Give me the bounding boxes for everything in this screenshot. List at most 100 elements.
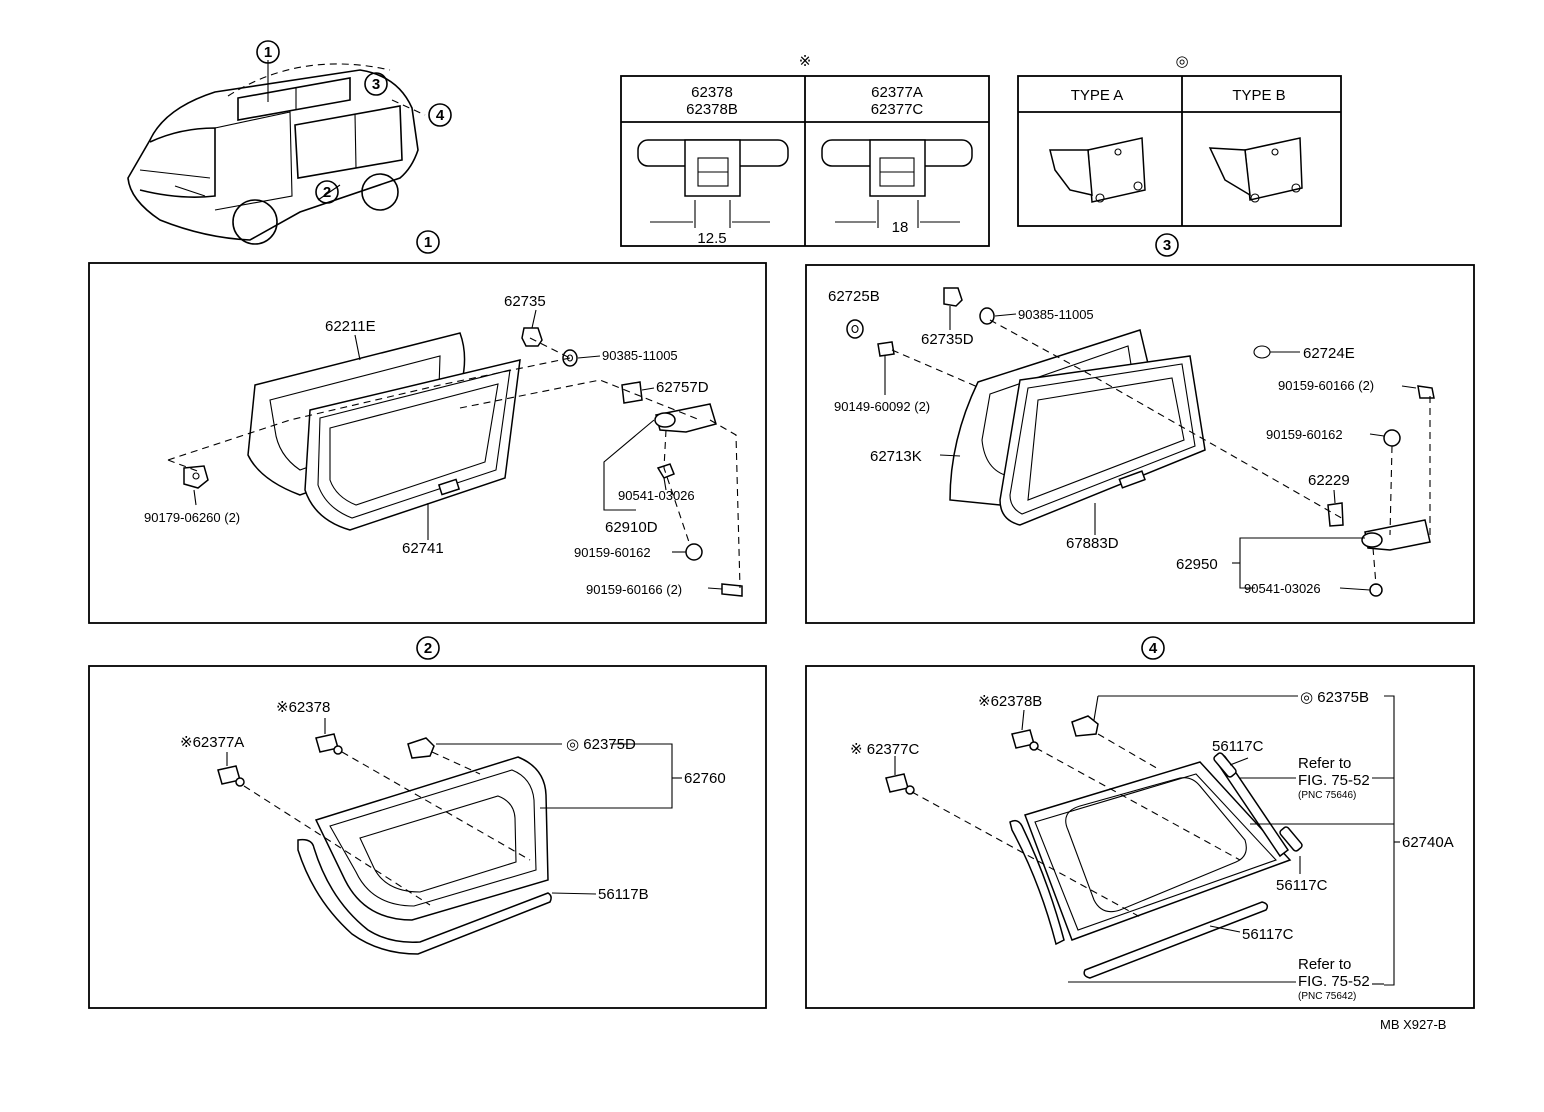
label-90149-60092: 90149-60092 (2) [834, 399, 930, 414]
clip-drawing-1: 12.5 [637, 139, 789, 247]
refer-2-line2: FIG. 75-52 [1298, 973, 1370, 990]
clip-col1-a: 62378 [691, 84, 733, 101]
bracket-type-table: ◎ TYPE A TYPE B [1017, 53, 1342, 227]
label-62735: 62735 [504, 293, 546, 310]
part-62735D-icon [943, 287, 963, 307]
label-90179-06260: 90179-06260 (2) [144, 510, 240, 525]
label-62229: 62229 [1308, 472, 1350, 489]
bracket-type-a-drawing [1049, 137, 1146, 203]
svg-text:2: 2 [323, 184, 331, 201]
bracket-62757D-icon [621, 381, 643, 404]
label-62378B: ※62378B [978, 693, 1042, 710]
section-1-header: 1 [416, 230, 440, 254]
label-56117B: 56117B [598, 886, 649, 903]
clip-62377A-icon [217, 765, 245, 787]
washer-90385-icon [562, 349, 578, 367]
label-90541-03026: 90541-03026 [618, 488, 695, 503]
clip-col1-b: 62378B [686, 101, 738, 118]
svg-text:3: 3 [372, 76, 380, 93]
clip-col2-a: 62377A [871, 84, 923, 101]
label-90159-60166-s3: 90159-60166 (2) [1278, 378, 1374, 393]
label-62378: ※62378 [276, 699, 330, 716]
svg-text:4: 4 [436, 107, 445, 124]
bracket-62375D-icon [407, 737, 435, 759]
clip-dim-1: 12.5 [697, 230, 726, 247]
label-62741: 62741 [402, 540, 444, 557]
label-67883D: 67883D [1066, 535, 1119, 552]
clip-62378B-icon [1011, 729, 1039, 751]
nut-90159-60162-icon [685, 543, 703, 561]
ring-62724E-icon [1253, 345, 1271, 359]
clip-col2-b: 62377C [871, 101, 924, 118]
type-a-header: TYPE A [1071, 87, 1124, 104]
label-62760: 62760 [684, 770, 726, 787]
section-3: 62725B 62735D 90385-11005 62724E 90159-6… [805, 264, 1475, 624]
section-3-header: 3 [1155, 233, 1179, 257]
type-b-header: TYPE B [1232, 87, 1285, 104]
part-62725B-icon [846, 319, 864, 339]
clip-table: ※ 62378 62378B 62377A 62377C 12.5 [620, 53, 990, 247]
section-1: 62211E 62735 90385-11005 62757D 90179-06… [88, 262, 767, 624]
label-62377C: ※ 62377C [850, 741, 919, 758]
label-56117C-bottom: 56117C [1242, 926, 1294, 943]
label-62950: 62950 [1176, 556, 1218, 573]
label-62725B: 62725B [828, 288, 880, 305]
refer-1-line2: FIG. 75-52 [1298, 772, 1370, 789]
section-2: ※62378 ※62377A ◎ 62375D 62760 56117B [88, 665, 767, 1009]
hinge-62950-icon [1361, 519, 1431, 551]
svg-text:1: 1 [424, 234, 432, 251]
section-2-header: 2 [416, 636, 440, 660]
screw-90541-icon [656, 463, 675, 479]
label-56117C-right: 56117C [1276, 877, 1328, 894]
clip-62378-icon [315, 733, 343, 755]
screw-90541-s3-icon [1369, 583, 1383, 597]
label-90159-60162-s3: 90159-60162 [1266, 427, 1343, 442]
label-62713K: 62713K [870, 448, 922, 465]
bracket-table-mark: ◎ [1175, 53, 1188, 70]
label-90541-03026-s3: 90541-03026 [1244, 581, 1321, 596]
section-4: ※62378B ◎ 62375B 56117C ※ 62377C Refer t… [805, 665, 1475, 1009]
screw-90159-60166-s3-icon [1417, 385, 1435, 399]
callout-3-van: 3 [364, 72, 388, 96]
part-62735-icon [521, 327, 543, 347]
svg-text:3: 3 [1163, 237, 1171, 254]
nut-90159-60162-s3-icon [1383, 429, 1401, 447]
label-56117C-top: 56117C [1212, 738, 1264, 755]
label-90385-11005-s3: 90385-11005 [1018, 307, 1094, 322]
refer-1-pnc: (PNC 75646) [1298, 790, 1356, 801]
hinge-62910D-icon [654, 403, 717, 433]
screw-90149-icon [877, 341, 895, 357]
refer-2-pnc: (PNC 75642) [1298, 991, 1356, 1002]
refer-1-line1: Refer to [1298, 755, 1351, 772]
label-62735D: 62735D [921, 331, 974, 348]
label-62724E: 62724E [1303, 345, 1355, 362]
svg-text:4: 4 [1149, 640, 1158, 657]
label-90159-60162: 90159-60162 [574, 545, 651, 560]
section-4-header: 4 [1141, 636, 1165, 660]
screw-90159-60166-icon [707, 583, 743, 597]
refer-2-line1: Refer to [1298, 956, 1351, 973]
label-62375B: ◎ 62375B [1300, 689, 1369, 706]
label-62757D: 62757D [656, 379, 709, 396]
nut-90179-icon [183, 465, 209, 489]
label-62740A: 62740A [1402, 834, 1454, 851]
bracket-type-b-drawing [1208, 137, 1303, 203]
label-90385-11005: 90385-11005 [602, 348, 678, 363]
label-62377A: ※62377A [180, 734, 244, 751]
clip-drawing-2: 18 [821, 139, 973, 236]
label-62211E: 62211E [325, 318, 376, 335]
van-overview: 1 2 3 4 [127, 40, 452, 245]
callout-1-van: 1 [256, 40, 280, 64]
clip-table-mark: ※ [799, 53, 812, 70]
callout-2-van: 2 [315, 180, 339, 204]
callout-4-van: 4 [428, 103, 452, 127]
svg-text:2: 2 [424, 640, 432, 657]
bracket-62375B-icon [1071, 715, 1099, 737]
label-62375D: ◎ 62375D [566, 736, 636, 753]
clip-62377C-icon [885, 773, 915, 795]
label-90159-60166: 90159-60166 (2) [586, 582, 682, 597]
footer-code: MB X927-B [1380, 1017, 1446, 1032]
label-62910D: 62910D [605, 519, 658, 536]
svg-text:1: 1 [264, 44, 272, 61]
